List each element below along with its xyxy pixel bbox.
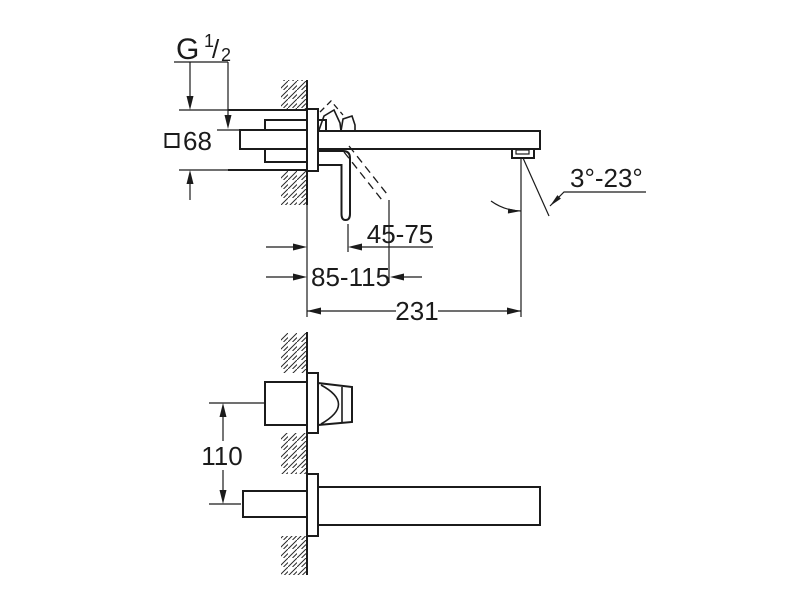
dimension-escutcheon-68: 68 bbox=[164, 62, 212, 200]
dim-110-arrow-down bbox=[219, 490, 227, 504]
angle-leader-arrow bbox=[550, 195, 561, 206]
wall-hatch-middle bbox=[281, 433, 307, 474]
thread-label-numerator: 1 bbox=[204, 31, 214, 51]
side-view: G 1 / 2 68 45-75 bbox=[164, 31, 646, 326]
aerator-insert bbox=[515, 149, 530, 155]
dimension-text-68: 68 bbox=[183, 126, 212, 156]
handle-knob-curve bbox=[320, 384, 340, 425]
handle-escutcheon bbox=[306, 372, 319, 434]
dim-231-arrow-left bbox=[307, 307, 321, 315]
escutcheon-extension-lines bbox=[179, 109, 228, 171]
thread-label: G 1 / 2 bbox=[174, 31, 240, 131]
thread-leader-arrow bbox=[224, 115, 232, 129]
thread-label-slash: / bbox=[212, 34, 220, 64]
dim-231-arrow-right bbox=[507, 307, 521, 315]
square-symbol bbox=[164, 133, 180, 148]
plan-view: 110 bbox=[201, 332, 541, 575]
supply-pipe bbox=[239, 129, 308, 150]
dimension-text-45-75: 45-75 bbox=[367, 219, 434, 249]
dimension-hole-distance: 110 bbox=[201, 402, 265, 505]
dimension-spout-projection: 231 bbox=[307, 296, 521, 326]
dimension-lever-projection: 45-75 bbox=[266, 219, 433, 251]
dim-85115-arrow-right bbox=[293, 273, 307, 281]
spout-escutcheon bbox=[306, 473, 319, 537]
wall-hatch-bottom bbox=[281, 536, 307, 575]
dim-68-arrow-down bbox=[186, 96, 194, 110]
dimension-text-231: 231 bbox=[395, 296, 438, 326]
spout bbox=[317, 486, 541, 526]
dimension-text-85-115: 85-115 bbox=[311, 262, 390, 292]
spout-connector bbox=[242, 490, 308, 518]
escutcheon-plate bbox=[306, 108, 319, 172]
thread-label-denominator: 2 bbox=[221, 45, 231, 65]
dim-68-arrow-up bbox=[186, 170, 194, 184]
lever-swing-dashed-1 bbox=[348, 145, 388, 195]
lever-swing-dashed-2 bbox=[343, 151, 383, 201]
dim-4575-arrow-left bbox=[348, 243, 362, 251]
handle-body bbox=[264, 381, 308, 426]
dim-85115-arrow-left bbox=[390, 273, 404, 281]
concealed-body bbox=[228, 109, 307, 171]
dim-110-arrow-up bbox=[219, 403, 227, 417]
wall-hatch-upper bbox=[281, 80, 307, 110]
stream-angle-group: 3°-23° bbox=[490, 157, 646, 317]
angle-arc-arrow bbox=[507, 208, 521, 214]
angled-stream-line bbox=[522, 157, 550, 217]
angle-arc bbox=[490, 200, 522, 212]
wall-hatch-top bbox=[281, 333, 307, 373]
wall-hatch-lower bbox=[281, 171, 307, 205]
dim-4575-arrow-right bbox=[293, 243, 307, 251]
spout bbox=[317, 130, 541, 150]
lever-boss-facet-2 bbox=[340, 114, 356, 132]
lever-up-position-dashed bbox=[319, 100, 344, 116]
dimension-text-110: 110 bbox=[201, 441, 242, 471]
handle-knob bbox=[317, 381, 353, 427]
dimension-lever-swing: 85-115 bbox=[266, 262, 422, 292]
lever-boss-facet-1 bbox=[318, 108, 342, 132]
dimension-text-angle: 3°-23° bbox=[570, 163, 643, 193]
lever-handle bbox=[317, 150, 351, 222]
thread-label-g: G bbox=[176, 33, 199, 66]
angle-leader-line bbox=[549, 191, 646, 207]
